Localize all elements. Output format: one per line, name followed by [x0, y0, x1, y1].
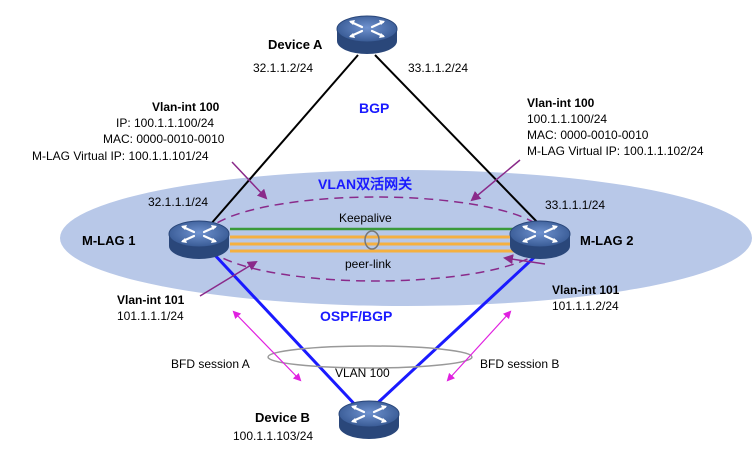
left-vlanint100-ip: IP: 100.1.1.100/24	[116, 116, 214, 130]
arrow-vlanint101-left	[199, 260, 258, 297]
peer-link-label: peer-link	[345, 257, 392, 271]
link-mlag2-devicea	[374, 54, 541, 226]
router-icon	[337, 399, 401, 441]
arrow-vlanint100-right	[470, 159, 521, 202]
bfd-session-a-label: BFD session A	[171, 357, 250, 371]
arrow-vlanint101-right	[503, 254, 546, 265]
vlan100-label: VLAN 100	[335, 366, 390, 380]
device-b-name: Device B	[255, 410, 310, 425]
right-vlanint100-mac: MAC: 0000-0010-0010	[527, 128, 649, 142]
vlan100-ellipse	[267, 345, 473, 369]
mlag2-name: M-LAG 2	[580, 233, 633, 248]
bfd-session-b-label: BFD session B	[480, 357, 559, 371]
left-vlanint100-vip: M-LAG Virtual IP: 100.1.1.101/24	[32, 149, 209, 163]
mlag2-ip: 33.1.1.1/24	[545, 198, 605, 212]
gateway-label: VLAN双活网关	[318, 176, 412, 192]
protocol-bottom: OSPF/BGP	[320, 308, 392, 324]
device-a-ip-right: 33.1.1.2/24	[408, 61, 468, 75]
right-vlanint100-title: Vlan-int 100	[527, 96, 595, 110]
left-vlanint101-title: Vlan-int 101	[117, 293, 185, 307]
device-b-ip: 100.1.1.103/24	[233, 429, 313, 443]
arrow-vlanint100-left	[231, 161, 268, 200]
left-vlanint100-mac: MAC: 0000-0010-0010	[103, 132, 225, 146]
device-a-name: Device A	[268, 37, 323, 52]
protocol-top: BGP	[359, 100, 389, 116]
bfd-arrow-b	[446, 310, 512, 382]
router-icon	[508, 219, 572, 261]
mlag1-ip: 32.1.1.1/24	[148, 195, 208, 209]
left-vlanint100-title: Vlan-int 100	[152, 100, 220, 114]
right-vlanint100-vip: M-LAG Virtual IP: 100.1.1.102/24	[527, 144, 704, 158]
router-icon	[167, 219, 231, 261]
right-vlanint101-ip: 101.1.1.2/24	[552, 299, 619, 313]
router-icon	[335, 14, 399, 56]
left-vlanint101-ip: 101.1.1.1/24	[117, 309, 184, 323]
mlag1-name: M-LAG 1	[82, 233, 135, 248]
right-vlanint101-title: Vlan-int 101	[552, 283, 620, 297]
keepalive-label: Keepalive	[339, 211, 392, 225]
peer-link-bundle-ring	[364, 230, 380, 250]
right-vlanint100-ip: 100.1.1.100/24	[527, 112, 607, 126]
link-mlag1-devicea	[209, 54, 359, 226]
device-a-ip-left: 32.1.1.2/24	[253, 61, 313, 75]
bfd-arrow-a	[232, 310, 302, 382]
